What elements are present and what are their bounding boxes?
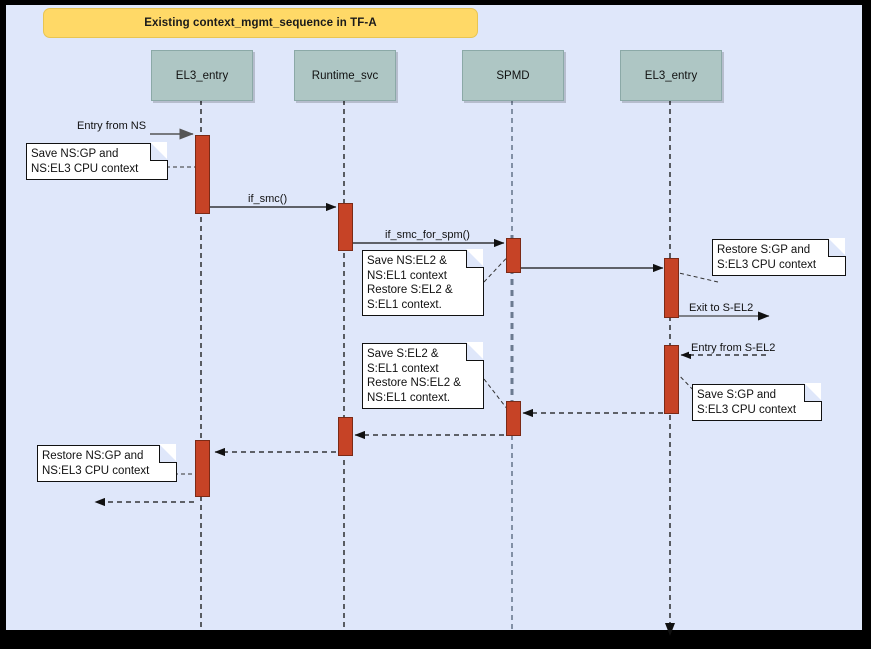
activation-runtime-svc-2[interactable] <box>338 417 353 456</box>
message-label-if-smc: if_smc() <box>246 193 290 205</box>
diagram-title: Existing context_mgmt_sequence in TF-A <box>144 17 377 29</box>
note-save-ns-el2: Save NS:EL2 & NS:EL1 context Restore S:E… <box>362 249 484 316</box>
lifeline-label: EL3_entry <box>644 69 698 82</box>
activation-el3-left-1[interactable] <box>195 135 210 214</box>
note-save-s-gp: Save S:GP and S:EL3 CPU context <box>692 383 822 421</box>
lifeline-head-el3-left[interactable]: EL3_entry <box>151 50 253 101</box>
note-restore-s-gp: Restore S:GP and S:EL3 CPU context <box>712 238 846 276</box>
note-fold-icon <box>804 383 822 402</box>
sequence-diagram-svg <box>94 100 770 636</box>
activation-el3-right-1[interactable] <box>664 258 679 318</box>
note-restore-ns-gp: Restore NS:GP and NS:EL3 CPU context <box>37 444 177 482</box>
message-label-entry-from-ns: Entry from NS <box>75 120 149 132</box>
message-label-if-smc-for-spm: if_smc_for_spm() <box>383 229 472 241</box>
lifeline-label: EL3_entry <box>175 69 229 82</box>
message-label-exit-to-s-el2: Exit to S-EL2 <box>687 302 756 314</box>
activation-spmd-2[interactable] <box>506 401 521 436</box>
note-fold-icon <box>466 249 484 268</box>
note-fold-icon <box>466 342 484 361</box>
lifeline-head-runtime-svc[interactable]: Runtime_svc <box>294 50 396 101</box>
diagram-canvas: Existing context_mgmt_sequence in TF-A E… <box>6 5 862 636</box>
note-fold-icon <box>159 444 177 463</box>
message-label-entry-from-s-el2: Entry from S-EL2 <box>689 342 778 354</box>
activation-el3-left-2[interactable] <box>195 440 210 497</box>
note-fold-icon <box>150 142 168 161</box>
note-save-ns-gp: Save NS:GP and NS:EL3 CPU context <box>26 142 168 180</box>
note-save-s-el2: Save S:EL2 & S:EL1 context Restore NS:EL… <box>362 342 484 409</box>
activation-el3-right-2[interactable] <box>664 345 679 414</box>
activation-spmd-1[interactable] <box>506 238 521 273</box>
lifeline-label: SPMD <box>496 69 530 82</box>
lifeline-head-el3-right[interactable]: EL3_entry <box>620 50 722 101</box>
lifeline-head-spmd[interactable]: SPMD <box>462 50 564 101</box>
message-arrows <box>94 128 770 507</box>
note-leaders <box>166 166 719 475</box>
activation-runtime-svc-1[interactable] <box>338 203 353 251</box>
lifeline-label: Runtime_svc <box>311 69 379 82</box>
diagram-title-box: Existing context_mgmt_sequence in TF-A <box>43 8 478 38</box>
note-fold-icon <box>828 238 846 257</box>
